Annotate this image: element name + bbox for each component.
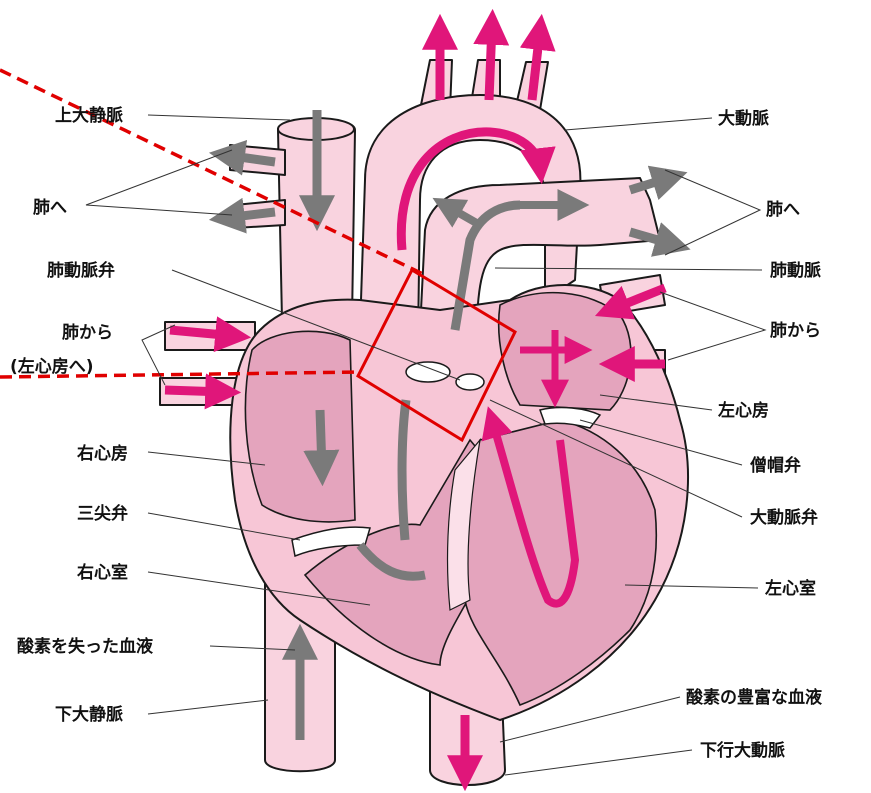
label-oxygenated-blood: 酸素の豊富な血液 bbox=[686, 687, 822, 708]
label-inferior-vena-cava: 下大静脈 bbox=[55, 704, 123, 725]
label-from-lungs-left-2: (左心房へ) bbox=[10, 356, 94, 377]
leader-pulmonary-artery bbox=[495, 268, 762, 270]
label-pulmonary-artery: 肺動脈 bbox=[770, 260, 821, 281]
flow-arrow-aortic-branch-2 bbox=[489, 25, 492, 100]
label-deoxygenated-blood: 酸素を失った血液 bbox=[17, 636, 153, 657]
aortic-valve-shape bbox=[406, 362, 450, 382]
leader-inferior-vena-cava bbox=[148, 700, 268, 714]
flow-arrow-from-lungs-left-1 bbox=[170, 330, 235, 336]
leader-to-lungs-left bbox=[86, 150, 232, 215]
label-mitral-valve: 僧帽弁 bbox=[750, 455, 801, 476]
flow-arrow-from-lungs-left-2 bbox=[165, 390, 225, 392]
label-left-ventricle: 左心室 bbox=[765, 578, 816, 599]
label-tricuspid-valve: 三尖弁 bbox=[77, 503, 128, 524]
right-atrium-chamber bbox=[245, 331, 355, 522]
leader-descending-aorta bbox=[505, 750, 692, 775]
label-right-ventricle: 右心室 bbox=[77, 562, 128, 583]
label-superior-vena-cava: 上大静脈 bbox=[55, 105, 123, 126]
pulmonary-valve-shape bbox=[456, 374, 484, 390]
highlight-dashed-line-upper bbox=[0, 70, 425, 275]
label-aorta: 大動脈 bbox=[718, 108, 769, 129]
label-right-atrium: 右心房 bbox=[77, 443, 128, 464]
flow-arrow-ra-down bbox=[320, 410, 322, 470]
label-to-lungs-left: 肺へ bbox=[33, 198, 67, 218]
label-descending-aorta: 下行大動脈 bbox=[700, 740, 785, 761]
label-from-lungs-right: 肺から bbox=[770, 321, 821, 341]
leader-from-lungs-right bbox=[660, 292, 765, 360]
flow-arrow-to-lungs-left-2 bbox=[225, 212, 275, 218]
leader-to-lungs-right bbox=[665, 170, 760, 255]
label-aortic-valve: 大動脈弁 bbox=[750, 507, 818, 528]
label-to-lungs-right: 肺へ bbox=[766, 200, 800, 220]
label-left-atrium: 左心房 bbox=[718, 400, 769, 421]
leader-aorta bbox=[565, 118, 712, 130]
flow-arrow-lv-to-aorta bbox=[402, 400, 406, 540]
label-pulmonary-valve: 肺動脈弁 bbox=[47, 260, 115, 281]
leader-superior-vena-cava bbox=[148, 115, 290, 120]
flow-arrow-to-lungs-right-2 bbox=[630, 232, 675, 245]
label-from-lungs-left-1: 肺から bbox=[62, 323, 113, 343]
